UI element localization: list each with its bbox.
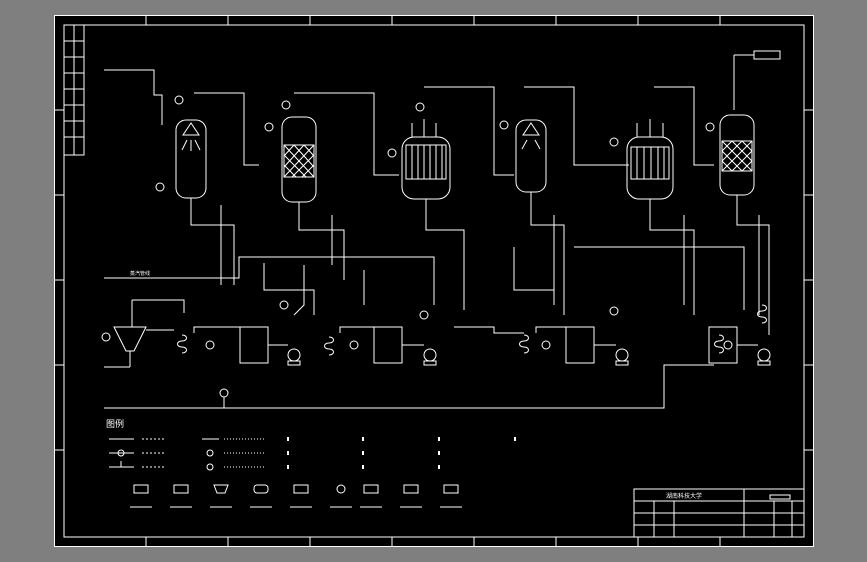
return-line xyxy=(104,364,714,409)
thickener-cone xyxy=(101,299,185,368)
legend-heading: 图例 xyxy=(106,418,124,430)
zone-ticks xyxy=(54,15,814,547)
level-indicator-icon xyxy=(155,182,165,192)
process-flow-diagram: 蒸汽管线 xyxy=(54,15,814,547)
column-t204 xyxy=(499,119,547,193)
legend: 图例 xyxy=(106,418,516,471)
equipment-symbol-row xyxy=(130,484,462,508)
product-outlet-arrow xyxy=(753,50,781,60)
column-t202 xyxy=(264,100,317,203)
tank-pump-row xyxy=(177,265,771,366)
column-t201 xyxy=(155,95,207,199)
header-pipes xyxy=(104,50,781,176)
title-block: 湖南科技大学 xyxy=(633,488,805,538)
steam-line-label: 蒸汽管线 xyxy=(130,270,150,277)
downcomer-pipes xyxy=(190,192,770,335)
reactor-r202 xyxy=(609,119,674,200)
outer-frame xyxy=(54,15,814,547)
steam-header: 蒸汽管线 xyxy=(104,246,745,315)
revision-table xyxy=(63,24,85,156)
drawing-sheet: 蒸汽管线 xyxy=(54,15,814,547)
school-name: 湖南科技大学 xyxy=(666,492,702,500)
flow-indicator-icon xyxy=(174,95,184,105)
inner-frame xyxy=(63,24,805,538)
column-t205 xyxy=(705,114,755,196)
reactor-r201 xyxy=(387,102,451,200)
